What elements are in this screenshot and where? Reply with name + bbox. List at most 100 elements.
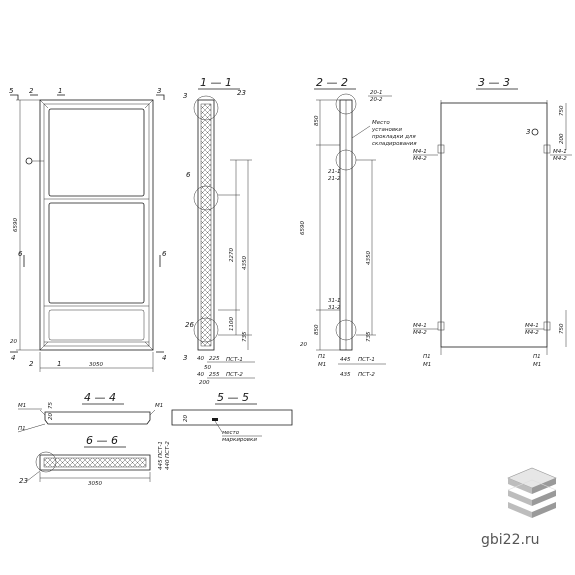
svg-text:75: 75: [48, 402, 54, 409]
svg-text:4: 4: [11, 354, 15, 362]
section-2-2: 2 — 2 20-1 20-2 Место установки прокладк…: [300, 76, 417, 378]
svg-text:445: 445: [340, 357, 351, 363]
svg-text:20-1: 20-1: [370, 90, 382, 96]
svg-text:750: 750: [559, 323, 565, 334]
svg-text:М1: М1: [155, 403, 163, 409]
detail-circle-20: [335, 93, 357, 115]
svg-text:6: 6: [162, 250, 167, 258]
section-6-6-profile: [39, 454, 151, 471]
svg-text:М4-2: М4-2: [413, 156, 427, 162]
svg-text:3: 3: [157, 87, 161, 95]
middle-opening: [48, 202, 145, 304]
svg-text:3050: 3050: [88, 481, 102, 487]
svg-text:31-2: 31-2: [328, 305, 341, 311]
svg-text:23: 23: [237, 89, 246, 97]
svg-text:255: 255: [209, 372, 220, 378]
svg-text:П1: П1: [18, 426, 26, 432]
svg-text:20: 20: [10, 339, 17, 345]
svg-text:735: 735: [242, 331, 248, 342]
svg-text:850: 850: [314, 324, 320, 335]
svg-text:М4-2: М4-2: [413, 330, 427, 336]
section-1-1: 1 — 1 3 23 6 26 3 4350 2270 1100 735 40 …: [183, 76, 255, 386]
svg-text:М4-1: М4-1: [525, 323, 539, 329]
front-width-dim: 3050: [89, 362, 103, 368]
section-title-3-3: 3 — 3: [478, 76, 510, 89]
svg-text:ПСТ-2: ПСТ-2: [165, 441, 171, 458]
svg-text:200: 200: [199, 380, 210, 386]
svg-text:750: 750: [559, 105, 565, 116]
section-title-6-6: 6 — 6: [86, 434, 118, 447]
svg-text:6: 6: [18, 250, 23, 258]
svg-text:установки: установки: [371, 127, 402, 133]
section-5-5: 5 — 5 20 место маркировки: [171, 391, 293, 443]
svg-text:ПСТ-2: ПСТ-2: [358, 372, 375, 378]
svg-text:5: 5: [9, 87, 14, 95]
svg-text:26: 26: [185, 321, 194, 329]
svg-text:складирования: складирования: [372, 141, 417, 147]
svg-text:6590: 6590: [300, 221, 306, 235]
svg-text:2: 2: [29, 360, 34, 368]
detail-circle-6: [193, 185, 219, 211]
svg-text:735: 735: [366, 331, 372, 342]
svg-text:место: место: [222, 430, 240, 436]
section-title-2-2: 2 — 2: [316, 76, 348, 89]
svg-text:850: 850: [314, 115, 320, 126]
front-height-dim: 6590: [13, 218, 19, 232]
section-title-1-1: 1 — 1: [200, 76, 232, 89]
section-title-5-5: 5 — 5: [217, 391, 249, 404]
detail-circle-23: [193, 95, 219, 121]
panel-outline: [39, 99, 154, 351]
svg-text:М1: М1: [318, 362, 326, 368]
svg-text:ПСТ-1: ПСТ-1: [158, 441, 164, 458]
upper-opening: [48, 108, 145, 197]
svg-text:прокладки для: прокладки для: [372, 134, 416, 140]
svg-text:20: 20: [300, 342, 307, 348]
svg-text:21-1: 21-1: [328, 169, 340, 175]
svg-text:Место: Место: [372, 120, 390, 126]
svg-text:445: 445: [158, 459, 164, 470]
svg-text:3: 3: [183, 354, 187, 362]
svg-text:21-2: 21-2: [328, 176, 341, 182]
section-4-4-profile: [44, 411, 151, 425]
svg-text:50: 50: [204, 365, 211, 371]
svg-text:3: 3: [526, 128, 530, 136]
svg-text:6: 6: [186, 171, 191, 179]
detail-circle-23: [35, 451, 57, 473]
svg-text:М1: М1: [533, 362, 541, 368]
svg-text:200: 200: [559, 133, 565, 144]
svg-text:4350: 4350: [366, 251, 372, 265]
svg-text:1100: 1100: [229, 317, 235, 331]
svg-text:маркировки: маркировки: [222, 437, 257, 443]
svg-text:ПСТ-1: ПСТ-1: [226, 357, 243, 363]
svg-text:40: 40: [197, 372, 204, 378]
svg-text:1: 1: [57, 360, 61, 368]
svg-text:3: 3: [183, 92, 187, 100]
panel-rear-outline: [440, 102, 548, 348]
slab-stack-icon: [507, 467, 557, 518]
section-5-5-profile: [171, 409, 293, 426]
svg-text:20-2: 20-2: [370, 97, 383, 103]
svg-text:М1: М1: [18, 403, 26, 409]
svg-text:П1: П1: [423, 354, 431, 360]
svg-text:2270: 2270: [229, 248, 235, 262]
svg-text:440: 440: [165, 459, 171, 470]
marking-spot: [212, 418, 218, 421]
svg-text:4: 4: [162, 354, 166, 362]
lower-opening: [48, 309, 145, 341]
svg-text:40: 40: [197, 356, 204, 362]
svg-text:ПСТ-2: ПСТ-2: [226, 372, 243, 378]
section-6-6: 6 — 6 23 3050 445 ПСТ-1 440 ПСТ-2: [19, 434, 171, 487]
svg-text:225: 225: [209, 356, 220, 362]
section-3-3: 3 — 3 3 М4-1 М4-2 М4-1 М4-2 М4-1 М4-2 М4…: [413, 76, 572, 368]
svg-text:М1: М1: [423, 362, 431, 368]
svg-text:П1: П1: [318, 354, 326, 360]
svg-text:31-1: 31-1: [328, 298, 340, 304]
lifting-loop-icon: [531, 128, 539, 136]
svg-text:М4-2: М4-2: [525, 330, 539, 336]
svg-text:20: 20: [48, 413, 54, 420]
detail-circle-31: [335, 319, 357, 341]
svg-text:20: 20: [183, 415, 189, 422]
site-watermark: gbi22.ru: [481, 532, 540, 548]
svg-text:М4-2: М4-2: [553, 156, 567, 162]
